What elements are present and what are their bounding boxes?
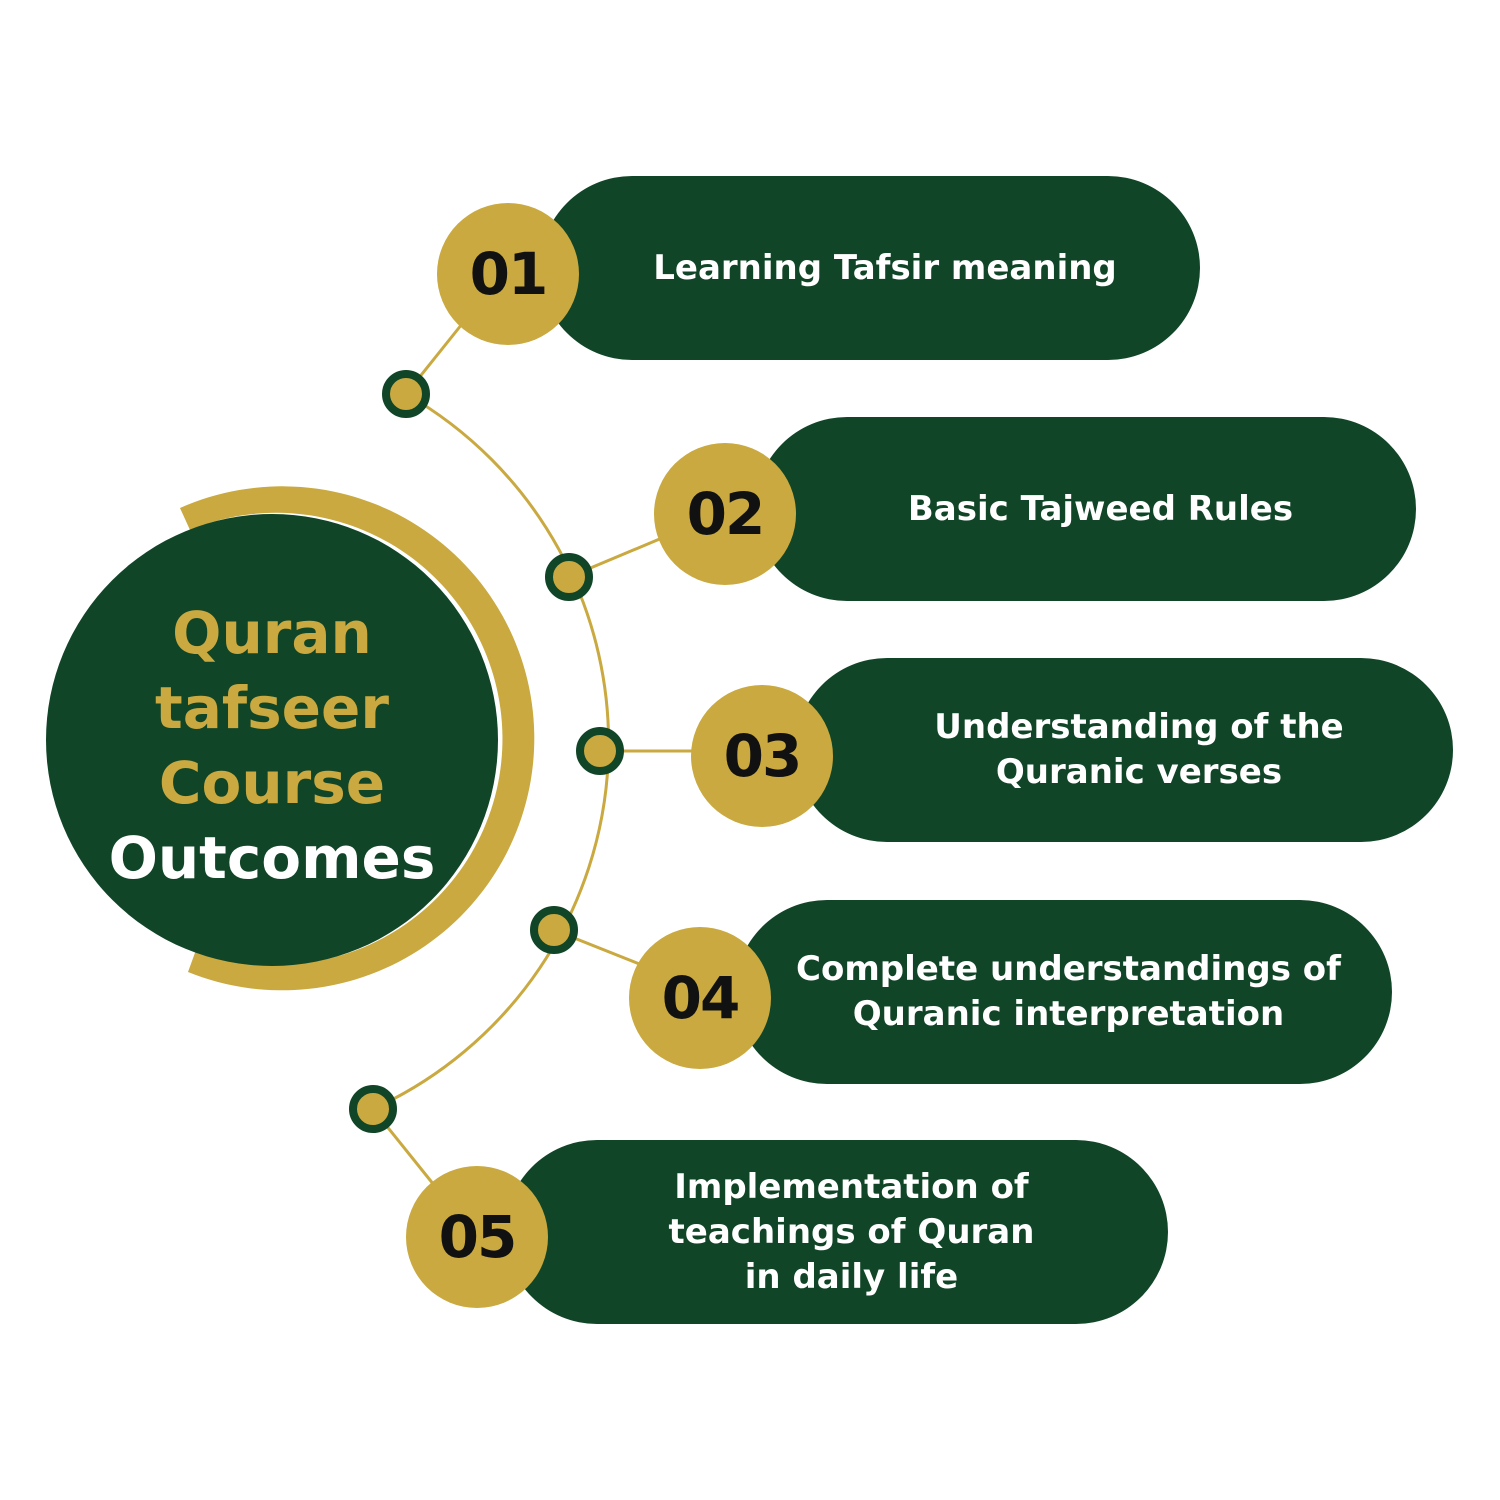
outcome-number-3: 03	[691, 685, 833, 827]
title-line-4: Outcomes	[108, 824, 436, 892]
title-line-1: Quran	[172, 599, 372, 667]
title-line-2: tafseer	[155, 674, 389, 742]
outcome-number-4: 04	[629, 927, 771, 1069]
title-circle: Quran tafseer Course Outcomes	[46, 514, 498, 966]
outcome-pill-5: Implementation of teachings of Quran in …	[505, 1140, 1168, 1324]
timeline-node	[349, 1085, 397, 1133]
outcome-number-2: 02	[654, 443, 796, 585]
timeline-node	[545, 553, 593, 601]
timeline-node	[382, 370, 430, 418]
outcome-pill-2: Basic Tajweed Rules	[755, 417, 1416, 601]
outcome-pill-1: Learning Tafsir meaning	[540, 176, 1200, 360]
outcome-number-5: 05	[406, 1166, 548, 1308]
outcome-number-1: 01	[437, 203, 579, 345]
timeline-node	[530, 906, 578, 954]
timeline-nodes	[349, 370, 624, 1133]
title-line-3: Course	[158, 749, 386, 817]
outcome-pill-3: Understanding of the Quranic verses	[795, 658, 1453, 842]
outcome-pill-4: Complete understandings of Quranic inter…	[735, 900, 1392, 1084]
timeline-node	[576, 727, 624, 775]
